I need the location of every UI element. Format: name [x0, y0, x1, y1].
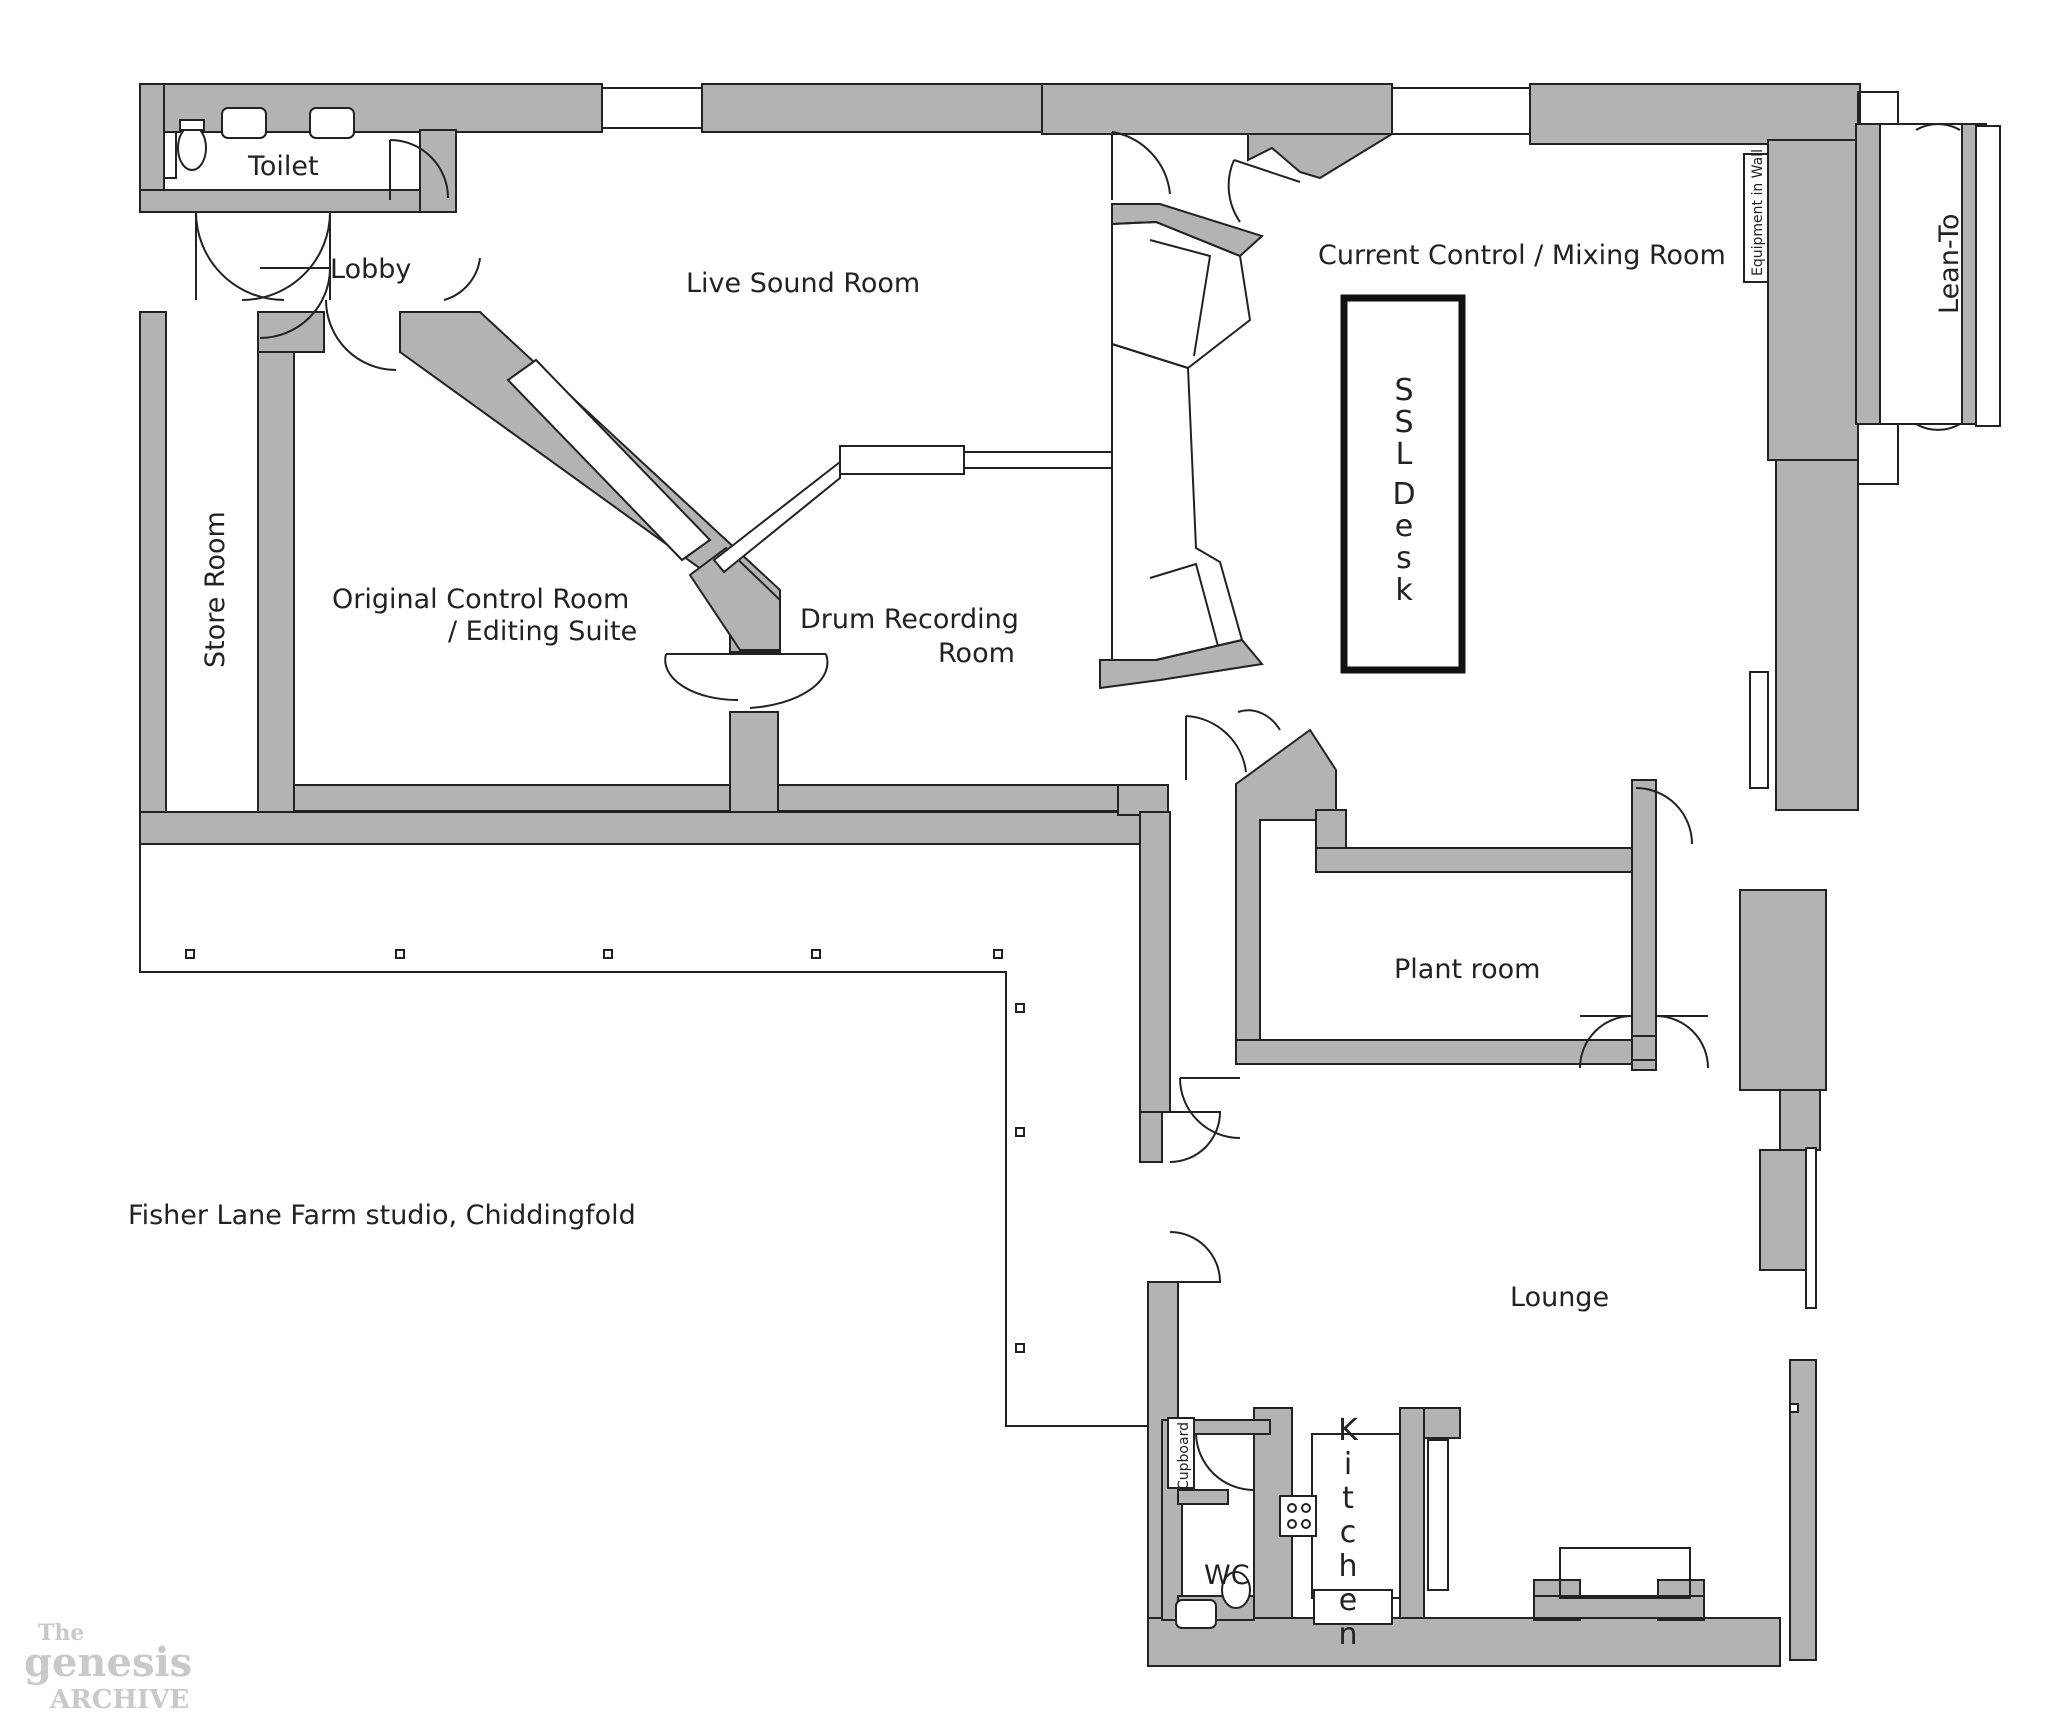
labels: Toilet Lobby Live Sound Room Current Con… — [128, 149, 1965, 1591]
kitchen-label: K i t c h e n — [1338, 1413, 1359, 1652]
equipment-in-wall-label: Equipment in Wall — [1750, 149, 1766, 276]
outlines — [139, 87, 2001, 1629]
kitchen-letter: c — [1340, 1515, 1357, 1550]
lounge-label: Lounge — [1510, 1282, 1609, 1313]
original-control-line1: Original Control Room — [332, 584, 629, 615]
original-control-line2: / Editing Suite — [448, 616, 637, 647]
ssl-desk-letter: e — [1395, 509, 1413, 544]
lobby-label: Lobby — [330, 254, 411, 285]
toilet-label: Toilet — [247, 151, 319, 182]
kitchen-letter: t — [1342, 1481, 1354, 1516]
logo-genesis: genesis — [24, 1639, 192, 1686]
kitchen-letter: e — [1339, 1583, 1357, 1618]
ssl-desk-letter: S — [1394, 405, 1413, 440]
cupboard-label: Cupboard — [1176, 1422, 1192, 1490]
kitchen-letter: K — [1338, 1413, 1359, 1448]
ssl-desk-letter: k — [1395, 573, 1413, 608]
store-room-label: Store Room — [200, 511, 231, 668]
logo-archive: ARCHIVE — [49, 1685, 189, 1715]
plant-room-label: Plant room — [1394, 954, 1540, 985]
doors — [195, 123, 1961, 1491]
live-sound-room-label: Live Sound Room — [686, 268, 920, 299]
logo-the: The — [38, 1620, 84, 1646]
ssl-desk-letter: D — [1392, 477, 1415, 512]
ssl-desk-letter: s — [1396, 541, 1412, 576]
drum-recording-line2: Room — [938, 638, 1015, 669]
kitchen-letter: i — [1344, 1447, 1352, 1482]
kitchen-letter: n — [1338, 1617, 1357, 1652]
wc-label: WC — [1204, 1560, 1250, 1591]
ssl-desk-label: S S L D e s k — [1392, 373, 1415, 608]
lean-to-label: Lean-To — [1934, 213, 1965, 314]
current-control-label: Current Control / Mixing Room — [1318, 240, 1726, 271]
walls — [139, 83, 1987, 1667]
genesis-archive-logo: The genesis ARCHIVE — [24, 1620, 192, 1715]
ssl-desk-letter: S — [1394, 373, 1413, 408]
caption: Fisher Lane Farm studio, Chiddingfold — [128, 1200, 636, 1231]
kitchen-letter: h — [1338, 1549, 1357, 1584]
ssl-desk-letter: L — [1396, 437, 1413, 472]
drum-recording-line1: Drum Recording — [800, 604, 1019, 635]
